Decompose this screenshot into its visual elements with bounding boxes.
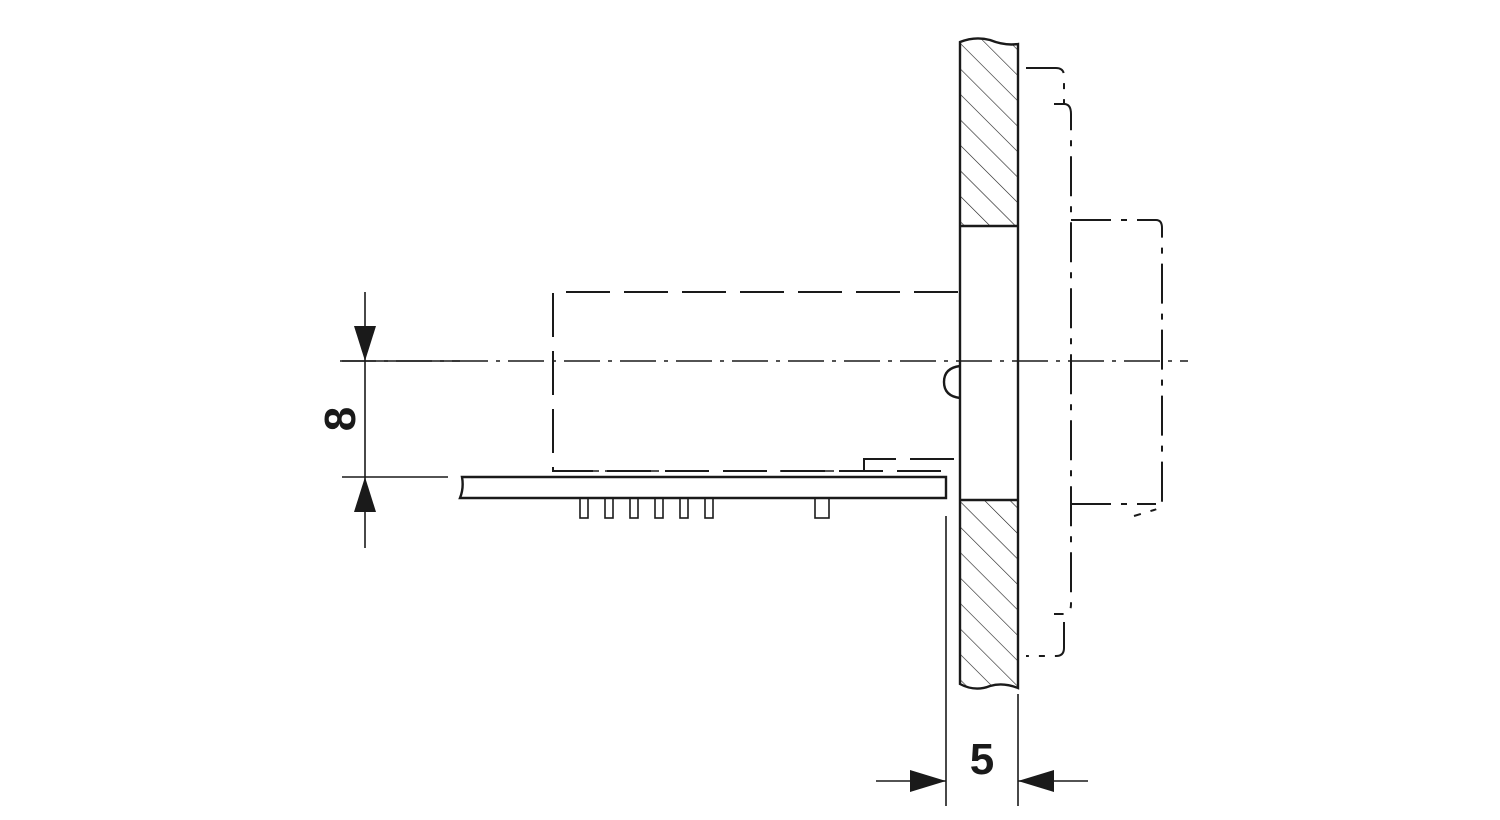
- dim-label-horizontal: 5: [970, 735, 994, 784]
- dim-label-vertical: 8: [316, 407, 365, 431]
- plate-pin: [629, 497, 639, 519]
- hidden-housing: [552, 291, 958, 472]
- dimension-vertical: 8: [316, 292, 460, 548]
- phantom-mid: [1054, 103, 1072, 615]
- dimension-horizontal: 5: [876, 516, 1088, 806]
- base-plate: [458, 470, 948, 519]
- locating-nub: [942, 364, 961, 400]
- plate-pin: [814, 497, 830, 519]
- panel-hatch-top: [960, 38, 1018, 227]
- phantom-cover: [1026, 67, 1163, 657]
- plate-pin: [679, 497, 689, 519]
- plate-pin: [654, 497, 664, 519]
- phantom-outer: [1026, 67, 1065, 104]
- phantom-outer-lower: [1026, 622, 1065, 657]
- dim-arrow-right: [910, 770, 946, 792]
- plate-pin: [704, 497, 714, 519]
- plate-pins: [579, 497, 830, 519]
- plate-pin: [604, 497, 614, 519]
- base-plate-outline: [458, 475, 948, 500]
- dim-arrow-left: [1018, 770, 1054, 792]
- panel-outline-top: [958, 37, 1020, 690]
- plate-pin: [579, 497, 589, 519]
- panel-hatch-bottom: [960, 500, 1018, 689]
- phantom-knob: [1071, 219, 1163, 517]
- dim-arrow-up: [354, 477, 376, 512]
- housing-dashed-step: [863, 458, 958, 471]
- housing-dashed-outline: [552, 291, 958, 472]
- wall-panel: [958, 37, 1020, 690]
- dim-arrow-down: [354, 326, 376, 361]
